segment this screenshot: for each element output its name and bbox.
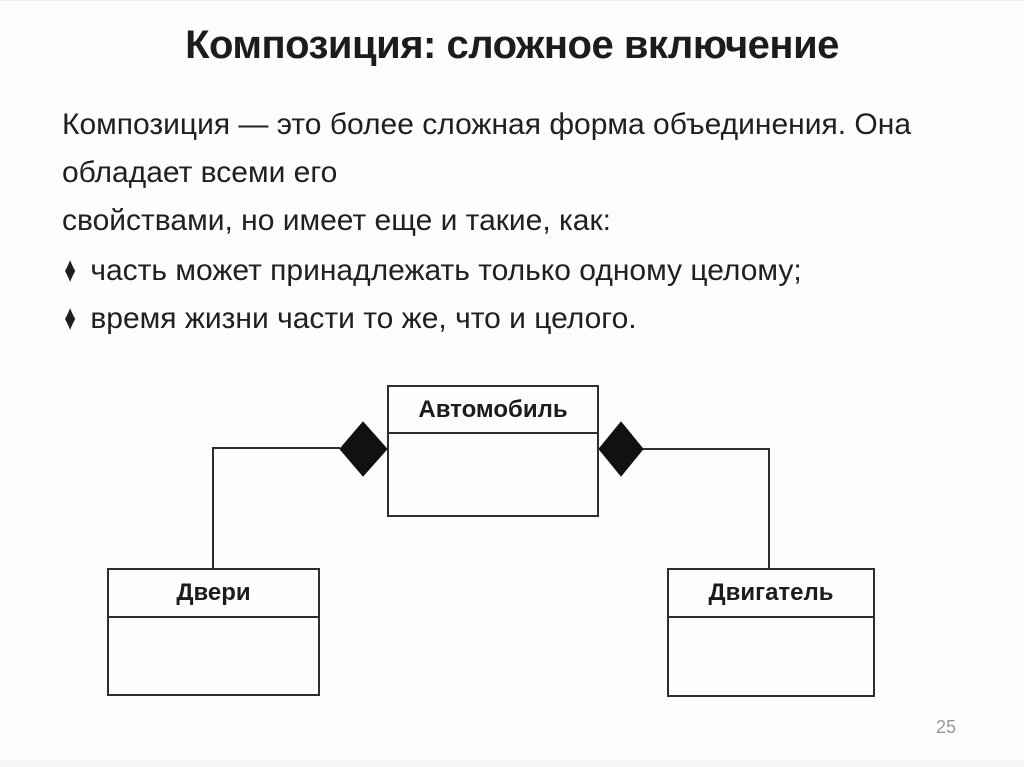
class-box-engine: Двигатель <box>667 568 875 697</box>
bullet-text: время жизни части то же, что и целого. <box>90 302 637 335</box>
composition-diamond-icon <box>339 421 388 477</box>
connector-line-engine <box>643 448 770 568</box>
page-number: 25 <box>936 717 957 737</box>
bullet-item: ♦ время жизни части то же, что и целого. <box>62 293 982 341</box>
class-box-automobile: Автомобиль <box>387 385 599 517</box>
class-box-doors: Двери <box>107 568 320 696</box>
slide-title: Композиция: сложное включение <box>185 23 839 67</box>
class-name-label: Двери <box>109 570 318 618</box>
footer-strip <box>0 760 1024 767</box>
body-line: Композиция — это более сложная форма объ… <box>62 108 912 141</box>
diamond-bullet-icon: ♦ <box>64 248 77 290</box>
bullet-text: часть может принадлежать только одному ц… <box>90 254 802 287</box>
body-line: свойствами, но имеет еще и такие, как: <box>62 204 611 237</box>
class-name-label: Двигатель <box>669 570 873 618</box>
diamond-bullet-icon: ♦ <box>64 296 77 338</box>
body-line: обладает всеми его <box>62 156 338 189</box>
connector-line-doors <box>212 447 340 568</box>
bullet-item: ♦ часть может принадлежать только одному … <box>62 245 982 293</box>
composition-diamond-icon <box>598 421 644 477</box>
class-name-label: Автомобиль <box>389 387 597 434</box>
body-text: Композиция — это более сложная форма объ… <box>62 101 982 341</box>
